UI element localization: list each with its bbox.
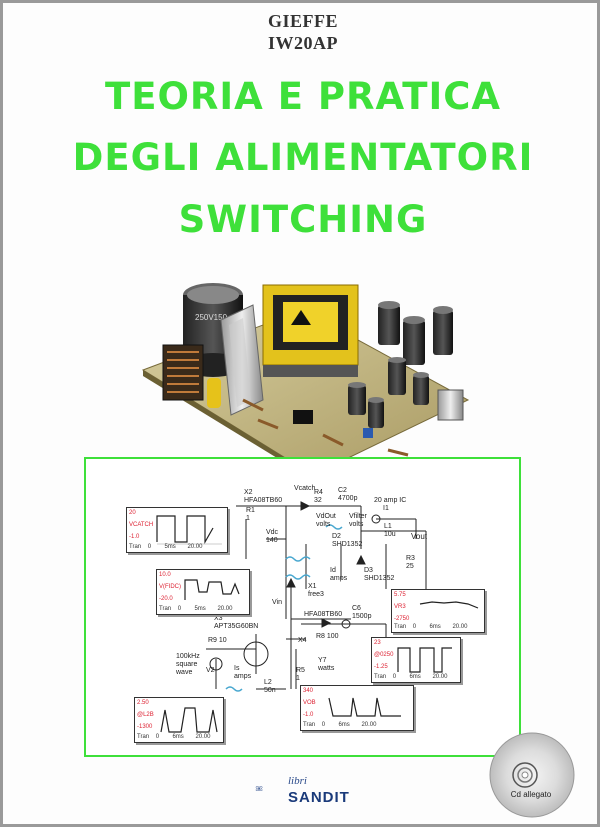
label-c2: C2 xyxy=(338,487,347,494)
label-c2-value: 4700p xyxy=(338,495,358,502)
author-iw20ap: IW20AP xyxy=(268,33,338,53)
label-r9: R9 10 xyxy=(208,637,227,644)
label-y7: Y7 xyxy=(318,657,327,664)
label-i1: I1 xyxy=(383,505,389,512)
label-apt35g60bn: APT35G60BN xyxy=(214,623,259,630)
label-r1-value: 1 xyxy=(246,515,250,522)
label-x2: X2 xyxy=(244,489,253,496)
label-r1: R1 xyxy=(246,507,255,514)
label-r8: R8 100 xyxy=(316,633,339,640)
label-r4: R4 xyxy=(314,489,323,496)
label-x1: X1 xyxy=(308,583,317,590)
label-r3: R3 xyxy=(406,555,415,562)
label-vout: Vout xyxy=(411,532,428,541)
label-vdc: Vdc xyxy=(266,529,279,536)
label-id-unit: amps xyxy=(330,575,348,582)
label-is-unit: amps xyxy=(234,673,252,680)
label-l1-value: 10u xyxy=(384,531,396,538)
title-line-1: TEORIA E PRATICA xyxy=(104,75,502,118)
label-id: Id xyxy=(330,567,336,574)
publisher-name: SANDIT xyxy=(288,789,350,806)
label-d3-part: SHD1352 xyxy=(364,575,395,582)
svg-text:250V150: 250V150 xyxy=(195,313,228,322)
label-x3: X3 xyxy=(214,615,223,622)
label-v2: V2 xyxy=(206,667,215,674)
publisher-prefix: libri xyxy=(288,775,307,787)
label-square: square xyxy=(176,661,198,668)
label-hfa08tb60: HFA08TB60 xyxy=(244,497,283,504)
title-line-3: SWITCHING xyxy=(178,198,428,241)
label-x1-part: free3 xyxy=(308,591,324,598)
label-20-amp-ic: 20 amp IC xyxy=(374,497,407,504)
title-line-2: DEGLI ALIMENTATORI xyxy=(72,136,534,179)
label-r5: R5 xyxy=(296,667,305,674)
label-l1: L1 xyxy=(384,523,392,530)
scope-window-0250: 23 @0250 -1.25 Tran 0 6ms 20.00 xyxy=(371,637,461,683)
label-r4-value: 32 xyxy=(314,497,322,504)
label-d2-part: SHD1352 xyxy=(332,541,363,548)
scope-window-vfidc: 10.0 V(FIDC) -20.0 Tran 0 5ms 20.00 xyxy=(156,569,250,615)
label-vdout: VdOut xyxy=(316,513,336,520)
label-l2: L2 xyxy=(264,679,272,686)
label-x4: X4 xyxy=(298,637,307,644)
label-l2-value: 50n xyxy=(264,687,276,694)
label-vin: Vin xyxy=(272,599,282,606)
label-c6-value: 1500p xyxy=(352,613,372,620)
label-watts: watts xyxy=(318,665,335,672)
label-vfilter-unit: volts xyxy=(349,521,364,528)
label-d3: D3 xyxy=(364,567,373,574)
scope-window-vcatch: 20 VCATCH -1.0 Tran 0 5ms 20.00 xyxy=(126,507,228,553)
label-d2: D2 xyxy=(332,533,341,540)
label-is: Is xyxy=(234,665,240,672)
power-supply-board-photo: 250V150 xyxy=(141,283,470,480)
schematic-diagram xyxy=(206,501,427,692)
scope-window-vr3: 5.75 VR3 -2750 Tran 0 6ms 20.00 xyxy=(391,589,485,633)
label-c6: C6 xyxy=(352,605,361,612)
author-gieffe: GIEFFE xyxy=(267,11,338,31)
label-hfa08tb60-2: HFA08TB60 xyxy=(304,611,343,618)
label-vdout-unit: volts xyxy=(316,521,331,528)
label-100khz: 100kHz xyxy=(176,653,200,660)
schematic-frame: X2 HFA08TB60 Vcatch R4 32 C2 4700p 20 am… xyxy=(84,457,521,757)
publisher-logo-icon xyxy=(255,786,263,791)
label-vdc-value: 140 xyxy=(266,537,278,544)
label-r5-value: 1 xyxy=(296,675,300,682)
cd-disc-icon xyxy=(489,732,575,818)
label-vfilter: Vfilter xyxy=(349,513,367,520)
scope-window-vob: 340 VOB -1.0 Tran 0 6ms 20.00 xyxy=(300,685,414,731)
label-r3-value: 25 xyxy=(406,563,414,570)
scope-window-l2b: 2.50 @L2B -1300 Tran 0 6ms 20.00 xyxy=(134,697,224,743)
label-wave: wave xyxy=(176,669,193,676)
cd-label: Cd allegato xyxy=(510,790,552,799)
label-vcatch: Vcatch xyxy=(294,485,316,492)
